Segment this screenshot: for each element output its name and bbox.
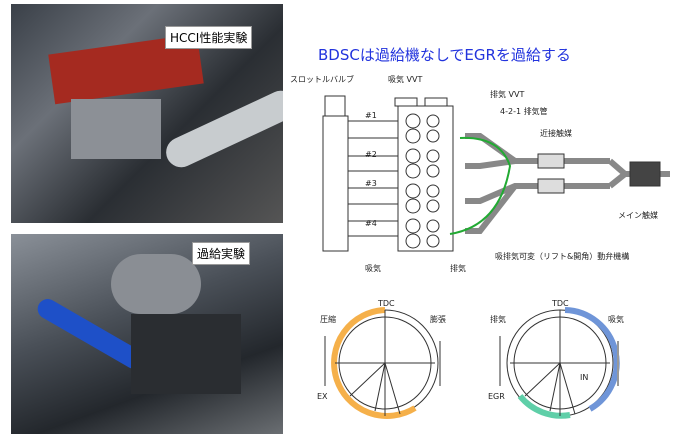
cylinder-label: #4 [365, 219, 377, 228]
throttle-label: スロットルバルブ [290, 74, 354, 84]
exhaust-stroke-label: 排気 [490, 314, 506, 324]
throttle-body [324, 95, 346, 117]
egr-path [449, 136, 512, 235]
cycle-diagram-right: TDC 排気 吸気 IN EGR [488, 299, 624, 419]
exhaust-label: 排気 [450, 263, 466, 273]
close-cat-label: 近接触媒 [540, 128, 572, 138]
valve-system-label: 吸排気可変（リフト&開角）動弁機構 [495, 251, 629, 261]
egr-label: EGR [488, 392, 505, 401]
expansion-label: 膨張 [430, 314, 446, 324]
manifold-label: 4-2-1 排気管 [500, 106, 548, 116]
compression-label: 圧縮 [320, 314, 336, 324]
tdc-label: TDC [551, 299, 569, 308]
in-label: IN [580, 373, 588, 382]
diagram-title: BDSCは過給機なしでEGRを過給する [318, 46, 571, 64]
cylinder-label: #3 [365, 179, 377, 188]
intake-stroke-label: 吸気 [608, 314, 624, 324]
exhaust-vvt-label: 排気 VVT [490, 89, 524, 99]
close-catalyst-1 [537, 153, 565, 169]
cycle-diagram-left: TDC 圧縮 膨張 EX [317, 299, 446, 419]
engine-diagram: スロットルバルブ 吸気 VVT 排気 VVT 4-2-1 排気管 近接触媒 メイ… [290, 74, 670, 419]
hcci-experiment-photo: HCCI性能実験 [11, 4, 283, 223]
main-cat-label: メイン触媒 [618, 210, 658, 220]
close-catalyst-2 [537, 178, 565, 194]
intake-label: 吸気 [365, 263, 381, 273]
photo-label-supercharging: 過給実験 [192, 242, 251, 265]
supercharging-experiment-photo: 過給実験 [11, 234, 283, 434]
cylinder-label: #2 [365, 150, 377, 159]
ex-label: EX [317, 392, 328, 401]
intake-plenum [322, 115, 349, 252]
intake-vvt-label: 吸気 VVT [388, 74, 422, 84]
cylinder-label: #1 [365, 111, 377, 120]
main-catalyst [629, 161, 661, 187]
tdc-label: TDC [377, 299, 395, 308]
photo-label-hcci: HCCI性能実験 [165, 26, 253, 49]
